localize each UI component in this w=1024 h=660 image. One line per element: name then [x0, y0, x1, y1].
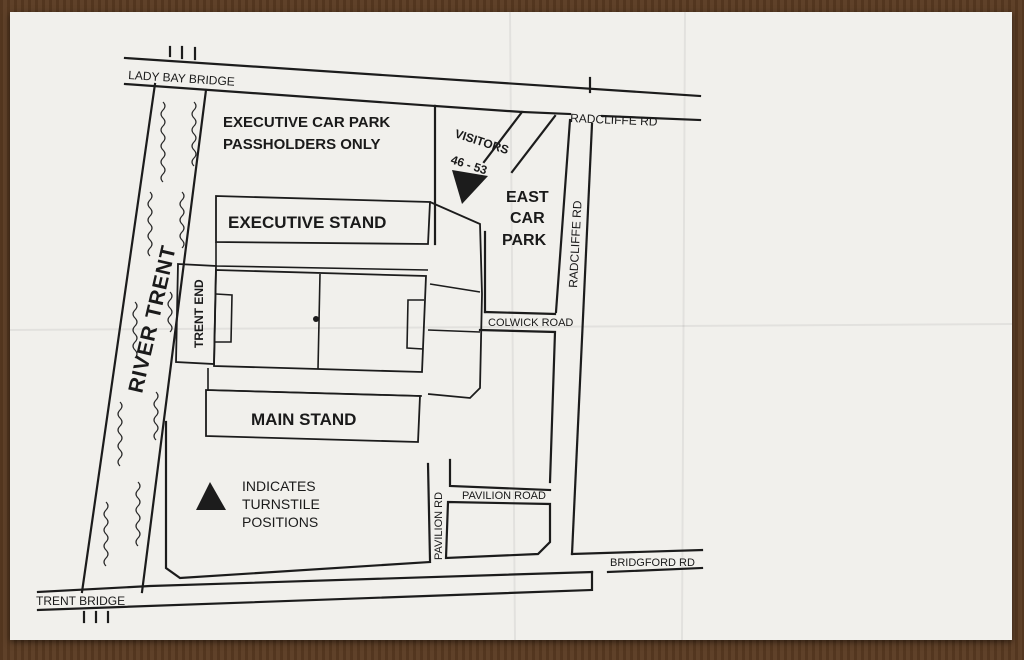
main-stand	[205, 389, 421, 443]
visitors-road-right	[510, 114, 557, 174]
bridgford-rd-south-edge	[606, 566, 704, 574]
visitors-road-left	[433, 104, 525, 164]
executive-stand	[215, 195, 431, 245]
lady-bay-bridge-road	[123, 45, 702, 122]
trent-end-label: TRENT END	[192, 279, 206, 348]
radcliffe-rd-top-label: RADCLIFFE RD	[570, 111, 658, 129]
legend-line-3: POSITIONS	[242, 514, 318, 530]
radcliffe-rd-vertical-label: RADCLIFFE RD	[566, 200, 585, 288]
east-car-park-label-2: CAR	[510, 210, 545, 227]
colwick-road-north-edge	[483, 310, 557, 316]
executive-car-park-label-2: PASSHOLDERS ONLY	[223, 136, 381, 153]
visitors-label: VISITORS	[453, 127, 510, 158]
colwick-road-label: COLWICK ROAD	[488, 317, 573, 329]
pavilion-rd-road-west	[426, 462, 432, 562]
visitors-turnstile-triangle	[452, 170, 488, 204]
radcliffe-rd-road	[570, 122, 594, 556]
ground-map: RIVER TRENT LADY BAY BRIDGE RADCLIFFE RD…	[10, 12, 1012, 640]
football-pitch	[213, 269, 427, 373]
east-stand-boundary	[427, 201, 483, 399]
legend-line-2: TURNSTILE	[242, 496, 320, 512]
fold-line-vertical-2	[681, 12, 686, 640]
pavilion-road-label: PAVILION ROAD	[462, 490, 546, 502]
east-car-park-label-1: EAST	[506, 189, 549, 206]
colwick-road-south-edge	[478, 328, 557, 484]
lady-bay-bridge-label: LADY BAY BRIDGE	[128, 68, 235, 89]
ground-south-boundary	[164, 420, 432, 580]
main-stand-label: MAIN STAND	[251, 410, 356, 429]
map-card: RIVER TRENT LADY BAY BRIDGE RADCLIFFE RD…	[10, 12, 1012, 640]
legend-line-1: INDICATES	[242, 478, 316, 494]
east-car-park-east-boundary	[554, 118, 572, 314]
fold-line-vertical-1	[509, 12, 516, 640]
executive-stand-lower-tier	[215, 242, 429, 271]
east-car-park-label-3: PARK	[502, 232, 547, 249]
bridgford-rd-label: BRIDGFORD RD	[610, 557, 695, 569]
trent-bridge-road-north	[36, 570, 594, 594]
pavilion-road-block	[444, 500, 552, 560]
pavilion-road-north-edge	[448, 458, 552, 492]
east-stand-divider-1	[429, 283, 481, 293]
east-stand-divider-2	[427, 329, 481, 333]
trent-bridge-road-south	[36, 588, 594, 612]
pavilion-rd-vertical-label: PAVILION RD	[433, 492, 445, 560]
bridgford-rd-north-edge	[570, 548, 704, 556]
legend-triangle-icon	[196, 482, 226, 510]
executive-car-park-label-1: EXECUTIVE CAR PARK	[223, 114, 390, 131]
river-trent	[80, 82, 208, 594]
executive-stand-label: EXECUTIVE STAND	[228, 213, 386, 232]
trent-bridge-label: TRENT BRIDGE	[36, 594, 125, 608]
river-trent-label: RIVER TRENT	[124, 243, 180, 395]
